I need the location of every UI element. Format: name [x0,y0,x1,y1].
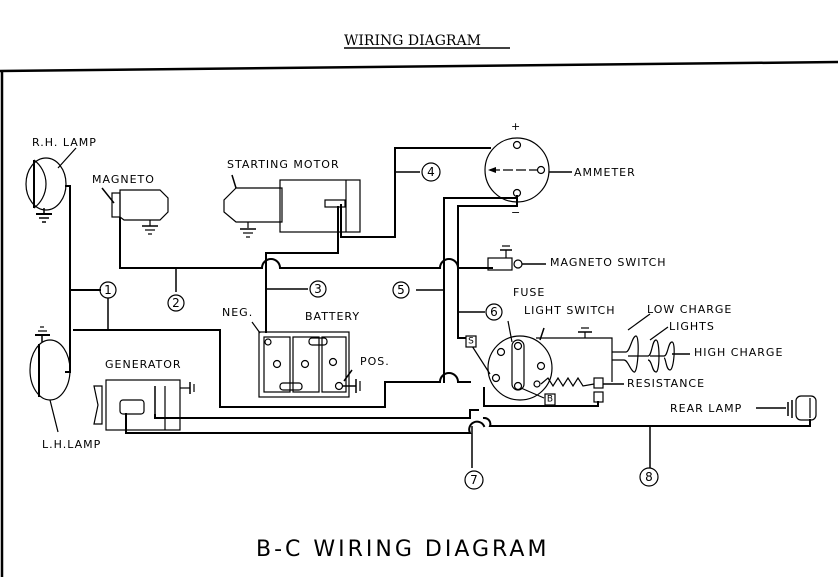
wire-generator-a [125,413,486,434]
terminal-s-box [465,335,477,348]
wire-switch-b [483,387,599,407]
wire-number-8: 8 [639,467,659,487]
lights-label: LIGHTS [669,320,715,333]
svg-text:6: 6 [490,305,498,319]
wire-generator-f [154,409,479,419]
battery-label: BATTERY [305,310,360,323]
ammeter-minus: − [511,206,521,219]
svg-text:5: 5 [397,283,405,297]
rear-lamp-label: REAR LAMP [670,402,742,415]
magneto-switch [487,245,546,271]
wire-ammeter-to-switch [457,195,518,339]
starting-motor-label: STARTING MOTOR [227,158,340,171]
svg-text:7: 7 [470,473,478,487]
wire-number-6: 6 [485,303,503,321]
wire-rear-lamp [482,417,811,427]
wire-number-4: 4 [421,162,441,182]
battery-pos-label: POS. [360,355,390,368]
terminal-s: S [468,337,474,347]
svg-text:8: 8 [645,470,653,484]
magneto-switch-label: MAGNETO SWITCH [550,256,667,269]
header-title: WIRING DIAGRAM [344,33,481,49]
terminal-b: B [547,395,553,405]
ground-icon [142,225,158,235]
lh-lamp [29,326,71,433]
rear-lamp [756,395,817,421]
wire-number-1: 1 [99,281,117,299]
wire-ammeter-neg [443,195,518,383]
lh-lamp-label: L.H.LAMP [42,438,101,451]
svg-text:2: 2 [172,296,180,310]
svg-text:3: 3 [314,282,322,296]
resistance-label: RESISTANCE [627,377,705,390]
light-switch-label: LIGHT SWITCH [524,304,616,317]
rh-lamp [25,147,77,223]
ground-icon [36,213,52,223]
ground-icon [240,228,256,238]
wire-starter-to-ammeter [340,147,491,238]
light-switch [471,320,624,403]
wire-starter-to-battery [265,206,339,333]
ammeter-label: AMMETER [574,166,636,179]
wire-number-7: 7 [464,470,484,490]
svg-text:1: 1 [104,283,112,297]
wire-number-5: 5 [392,281,410,299]
charge-selector [612,313,690,373]
wire-number-3: 3 [309,280,327,298]
battery-neg-label: NEG. [222,306,253,319]
starting-motor [223,174,361,238]
magneto-label: MAGNETO [92,173,155,186]
high-charge-label: HIGH CHARGE [694,346,783,359]
battery [251,321,361,398]
svg-text:4: 4 [427,165,435,179]
diagram-caption: B-C WIRING DIAGRAM [256,537,549,562]
wire-magneto-to-switch [119,217,493,269]
generator [93,379,195,431]
ammeter-plus: + [511,120,521,133]
frame-top-border [0,60,838,73]
fuse-label: FUSE [513,286,545,299]
magneto [101,187,169,235]
rh-lamp-label: R.H. LAMP [32,136,97,149]
generator-label: GENERATOR [105,358,182,371]
wire-number-2: 2 [167,294,185,312]
ammeter [484,137,572,203]
low-charge-label: LOW CHARGE [647,303,732,316]
wire-lamps [65,185,71,373]
ground-icon [35,326,50,336]
